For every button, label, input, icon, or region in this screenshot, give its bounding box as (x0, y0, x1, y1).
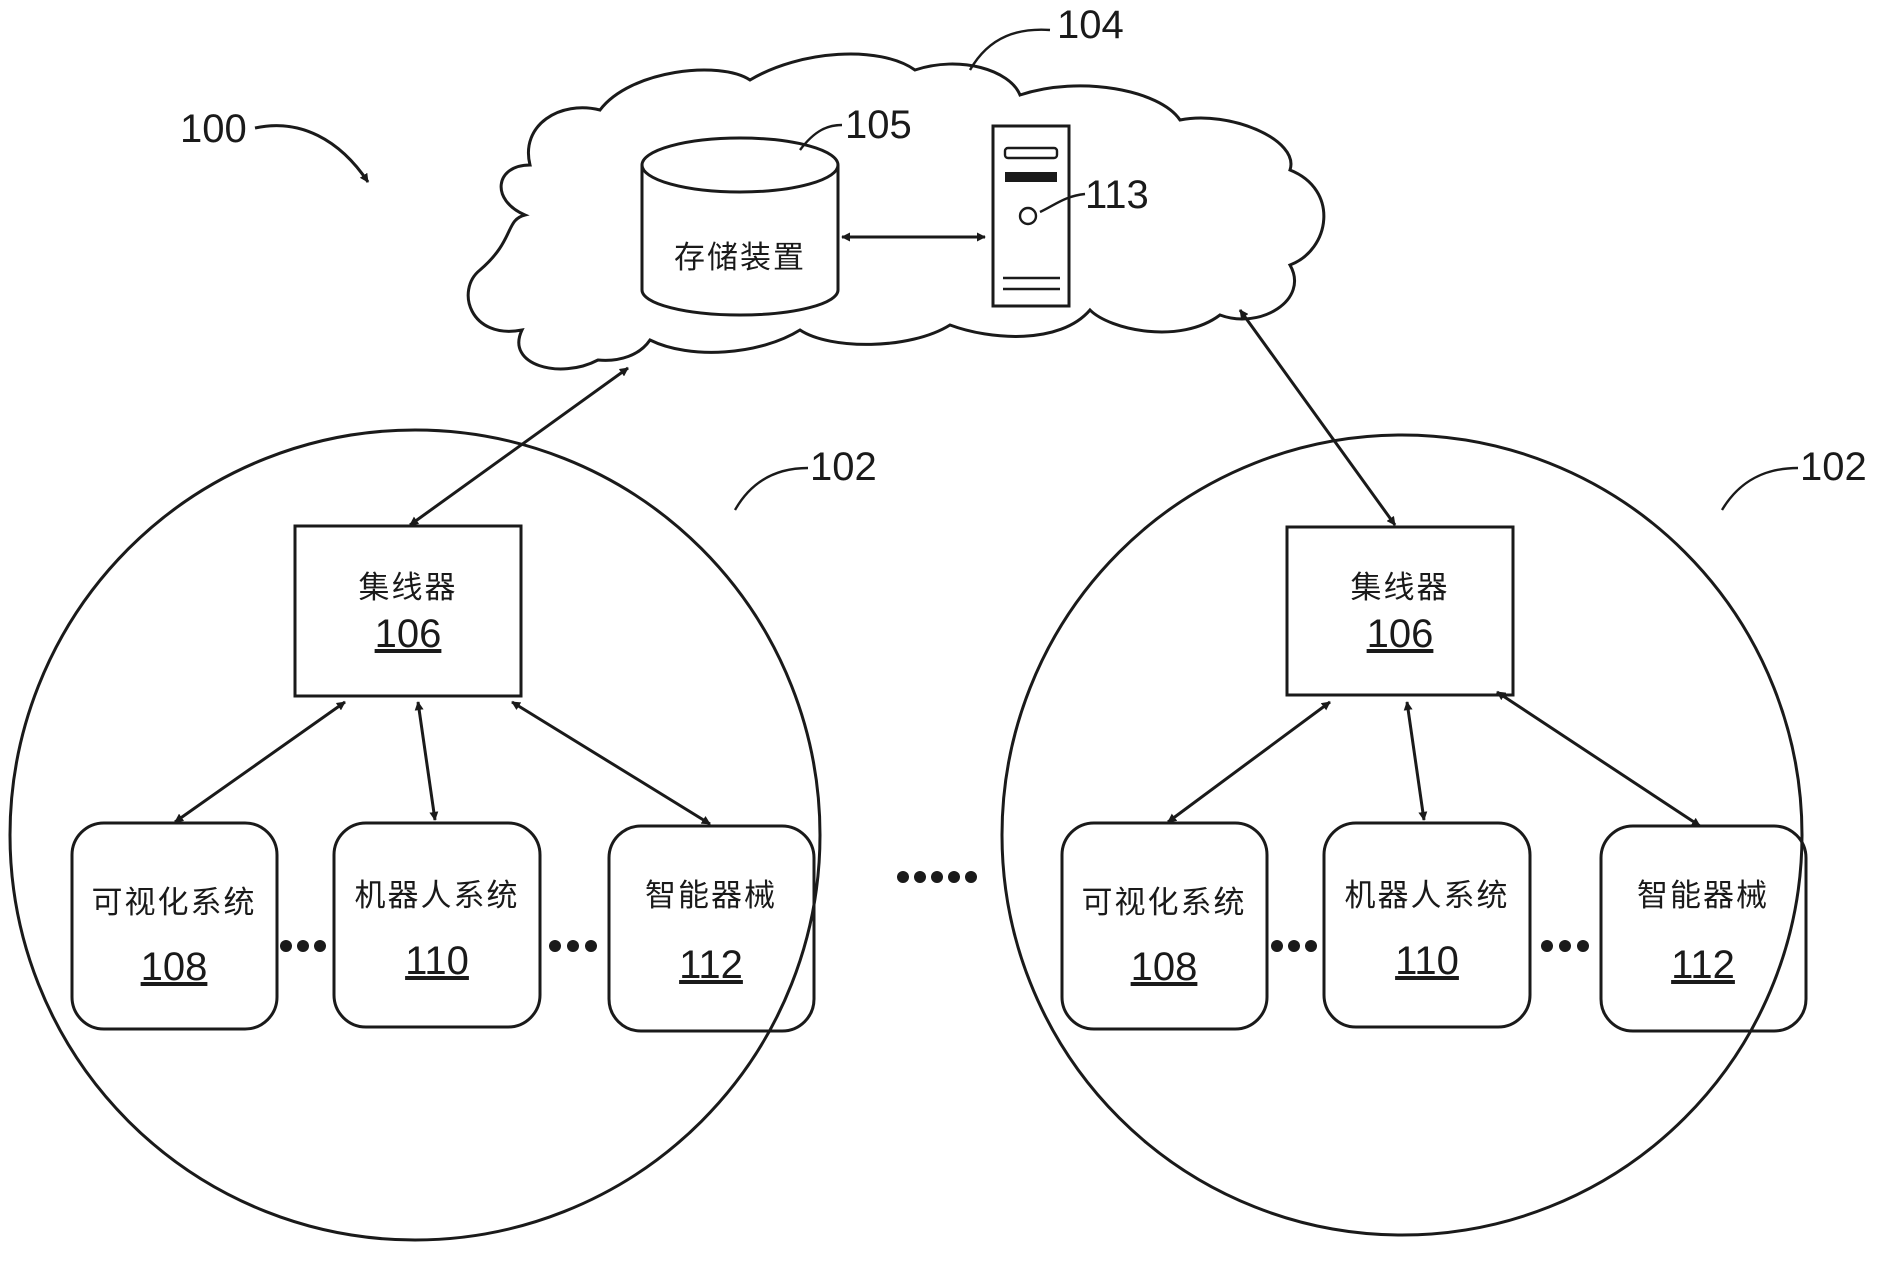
device-label: 112 (679, 943, 743, 987)
hub-box (293, 524, 523, 698)
device-box (1322, 821, 1532, 1029)
hub: 集线器 106 (293, 524, 523, 698)
server-drive-bay (1003, 146, 1059, 160)
storage-top (640, 136, 840, 194)
device-text: 智能器械 (645, 878, 777, 914)
device-box (332, 821, 542, 1029)
device-box (607, 824, 816, 1033)
device-smart-instrument: 智能器械 112 (607, 824, 816, 1033)
server-icon: 113 (991, 124, 1149, 308)
hub-link-visualization (1167, 700, 1331, 824)
cloud-leader (968, 28, 1051, 71)
ellipsis-dots (1271, 940, 1317, 952)
server-label: 113 (1085, 173, 1149, 217)
site-label: 102 (1800, 445, 1867, 489)
cloud-outline (466, 52, 1326, 371)
device-text: 可视化系统 (92, 885, 257, 921)
server-case (991, 124, 1071, 308)
server-drive-slot (1005, 172, 1057, 182)
sites-ellipsis-dots (897, 871, 977, 883)
hub-label: 106 (375, 612, 442, 656)
hub-text: 集线器 (1351, 570, 1450, 606)
device-text: 可视化系统 (1082, 885, 1247, 921)
site-label: 102 (810, 445, 877, 489)
device-smart-instrument: 智能器械 112 (1599, 824, 1808, 1033)
storage-label: 105 (845, 103, 912, 147)
device-label: 108 (1131, 945, 1198, 989)
hub: 集线器 106 (1285, 525, 1515, 697)
site-boundary (1000, 433, 1804, 1237)
device-robotic-system: 机器人系统 110 (332, 821, 542, 1029)
ellipsis-dots (280, 940, 326, 952)
site-boundary (8, 428, 822, 1242)
server-power-button (1018, 206, 1038, 226)
hub-link-smart-instrument (1496, 690, 1701, 828)
site-left: 102 集线器 106 可视化系统 108 机器人系统 110 智能器械 112 (8, 428, 877, 1242)
hub-text: 集线器 (359, 570, 458, 606)
device-visualization-system: 可视化系统 108 (70, 821, 279, 1031)
device-label: 108 (141, 945, 208, 989)
cloud: 104 (466, 3, 1326, 371)
cloud-hub-link-left (409, 366, 629, 527)
hub-link-robotic (414, 701, 439, 821)
device-label: 110 (405, 939, 469, 983)
hub-box (1285, 525, 1515, 697)
device-box (1060, 821, 1269, 1031)
ellipsis-dots (549, 940, 597, 952)
storage-leader (799, 123, 843, 151)
device-label: 110 (1395, 939, 1459, 983)
device-robotic-system: 机器人系统 110 (1322, 821, 1532, 1029)
system-reference: 100 (180, 107, 370, 183)
device-text: 机器人系统 (355, 878, 520, 914)
hub-link-smart-instrument (511, 700, 711, 826)
storage-device: 存储装置 105 (640, 103, 912, 317)
system-leader-arrow (254, 124, 370, 183)
hub-link-visualization (174, 700, 346, 824)
device-box (70, 821, 279, 1031)
cloud-hub-link-right (1238, 309, 1397, 526)
server-leader (1039, 192, 1086, 214)
ellipsis-dots (1541, 940, 1589, 952)
device-text: 智能器械 (1637, 878, 1769, 914)
cloud-label: 104 (1057, 3, 1124, 47)
site-leader (733, 466, 809, 511)
hub-link-robotic (1403, 701, 1428, 821)
storage-body (640, 165, 840, 317)
hub-label: 106 (1367, 612, 1434, 656)
device-visualization-system: 可视化系统 108 (1060, 821, 1269, 1031)
system-label: 100 (180, 107, 247, 151)
site-leader (1720, 466, 1799, 511)
device-box (1599, 824, 1808, 1033)
device-text: 机器人系统 (1345, 878, 1510, 914)
device-label: 112 (1671, 943, 1735, 987)
site-right: 102 集线器 106 可视化系统 108 机器人系统 110 智能器械 112 (1000, 433, 1867, 1237)
storage-text: 存储装置 (674, 240, 806, 276)
